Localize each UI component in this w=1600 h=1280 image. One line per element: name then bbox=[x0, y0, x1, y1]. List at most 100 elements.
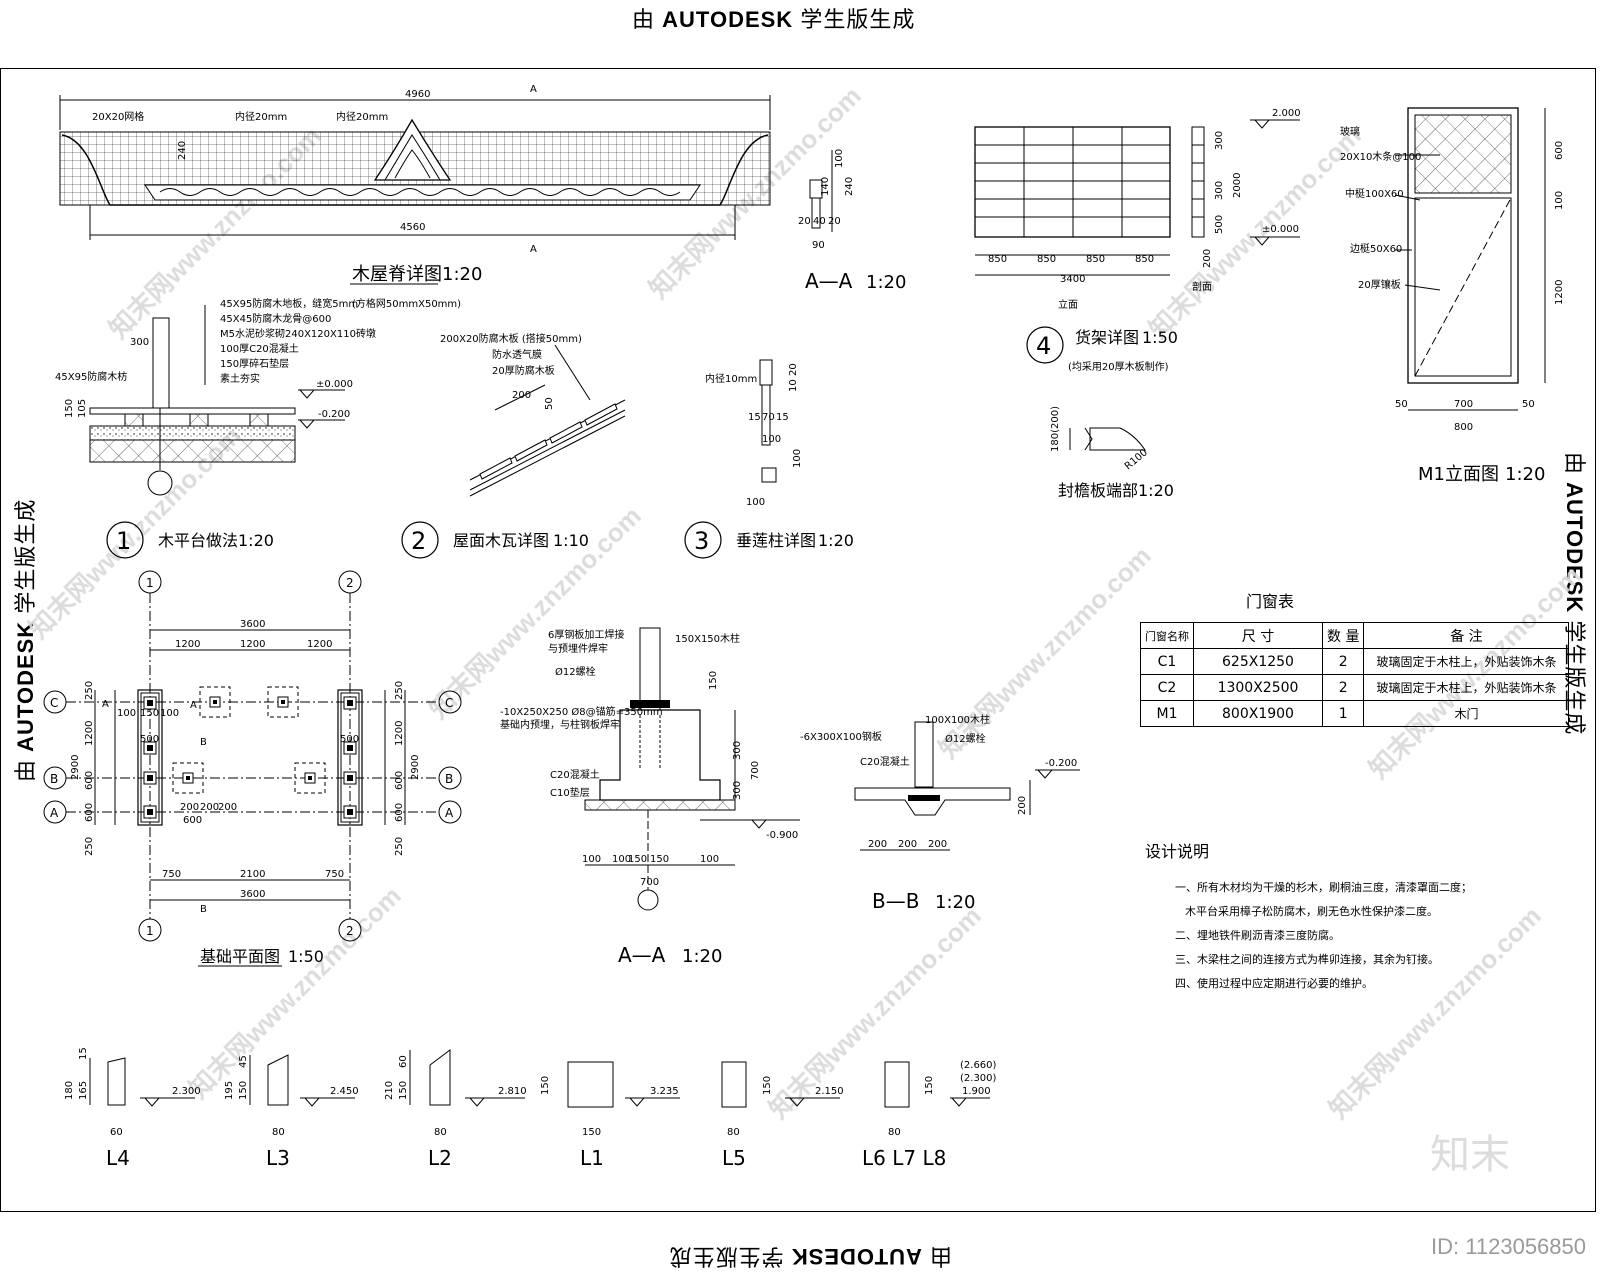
svg-text:1:20: 1:20 bbox=[238, 531, 274, 550]
svg-text:2: 2 bbox=[346, 576, 354, 590]
table-header: 门窗名称 尺 寸 数 量 备 注 bbox=[1140, 622, 1570, 649]
bb-title: B—B bbox=[872, 889, 919, 913]
svg-text:1:50: 1:50 bbox=[288, 947, 324, 966]
beam-label: L1 bbox=[580, 1146, 604, 1170]
svg-text:200X20防腐木板 (搭接50mm): 200X20防腐木板 (搭接50mm) bbox=[440, 332, 582, 345]
svg-text:850: 850 bbox=[1086, 254, 1105, 265]
svg-text:(2.300): (2.300) bbox=[960, 1073, 997, 1084]
door-title: M1立面图 bbox=[1418, 464, 1499, 485]
svg-text:90: 90 bbox=[812, 240, 825, 251]
svg-text:180: 180 bbox=[64, 1081, 75, 1100]
svg-text:1:50: 1:50 bbox=[1142, 328, 1178, 347]
note-item: 一、所有木材均为干燥的杉木，刷桐油三度，清漆罩面二度； bbox=[1175, 881, 1472, 894]
svg-text:50: 50 bbox=[544, 397, 555, 410]
svg-text:1.900: 1.900 bbox=[962, 1086, 991, 1097]
shelf-title: 货架详图 bbox=[1075, 328, 1139, 347]
beam-l3: 195 150 45 2.450 80 L3 bbox=[224, 1054, 359, 1170]
svg-text:3: 3 bbox=[694, 527, 709, 555]
svg-text:150: 150 bbox=[540, 1076, 551, 1095]
svg-text:45X95防腐木地板，缝宽5mm: 45X95防腐木地板，缝宽5mm bbox=[220, 297, 358, 310]
svg-text:20: 20 bbox=[798, 216, 811, 227]
dim: 20X20网格 bbox=[92, 110, 144, 123]
svg-text:B: B bbox=[50, 772, 58, 786]
svg-text:(均采用20厚木板制作): (均采用20厚木板制作) bbox=[1068, 360, 1169, 373]
door-window-schedule: 门窗表 门窗名称 尺 寸 数 量 备 注 C1 625X1250 2 玻璃固定于… bbox=[1140, 588, 1570, 727]
svg-text:150: 150 bbox=[762, 1076, 773, 1095]
d1-title: 木平台做法 bbox=[158, 531, 238, 550]
svg-text:850: 850 bbox=[988, 254, 1007, 265]
svg-text:240: 240 bbox=[177, 141, 188, 160]
svg-text:B: B bbox=[200, 904, 207, 915]
svg-text:100: 100 bbox=[612, 854, 631, 865]
svg-text:3600: 3600 bbox=[240, 889, 265, 900]
svg-text:700: 700 bbox=[640, 877, 659, 888]
beam-label: L6 L7 L8 bbox=[862, 1146, 946, 1170]
svg-text:防水透气膜: 防水透气膜 bbox=[492, 348, 542, 361]
svg-text:250: 250 bbox=[394, 681, 405, 700]
svg-text:中梃100X60: 中梃100X60 bbox=[1345, 187, 1404, 200]
svg-text:边梃50X60: 边梃50X60 bbox=[1350, 242, 1402, 255]
beam-l6-l7-l8: 150 (2.660) (2.300) 1.900 80 L6 L7 L8 bbox=[862, 1060, 997, 1170]
d3-title: 垂莲柱详图 bbox=[736, 531, 816, 550]
note-item: 木平台采用樟子松防腐木，刷无色水性保护漆二度。 bbox=[1185, 905, 1438, 918]
svg-text:6厚钢板加工焊接: 6厚钢板加工焊接 bbox=[548, 628, 624, 641]
svg-text:C10垫层: C10垫层 bbox=[550, 786, 590, 799]
svg-text:100: 100 bbox=[160, 708, 179, 719]
svg-text:2.000: 2.000 bbox=[1272, 108, 1301, 119]
svg-text:80: 80 bbox=[434, 1127, 447, 1138]
svg-text:2900: 2900 bbox=[70, 755, 81, 780]
svg-text:200: 200 bbox=[898, 839, 917, 850]
section-mark: A bbox=[530, 244, 537, 255]
eave-title: 封檐板端部 bbox=[1058, 481, 1138, 500]
beam-label: L3 bbox=[266, 1146, 290, 1170]
svg-text:150: 150 bbox=[64, 399, 75, 418]
beam-sections: 180 165 15 2.300 60 L4 195 150 45 2.450 … bbox=[64, 1047, 997, 1170]
svg-text:15: 15 bbox=[776, 412, 789, 423]
svg-text:600: 600 bbox=[84, 803, 95, 822]
svg-text:60: 60 bbox=[110, 1127, 123, 1138]
detail-3-post: 内径10mm 20 10 15 70 15 100 100 100 3 垂莲柱详… bbox=[684, 359, 854, 559]
svg-text:200: 200 bbox=[1017, 796, 1028, 815]
svg-text:-0.200: -0.200 bbox=[318, 409, 350, 420]
svg-text:80: 80 bbox=[727, 1127, 740, 1138]
svg-text:C: C bbox=[50, 696, 58, 710]
notes-title: 设计说明 bbox=[1145, 842, 1210, 861]
svg-text:200: 200 bbox=[200, 802, 219, 813]
svg-text:250: 250 bbox=[84, 681, 95, 700]
svg-text:1:20: 1:20 bbox=[935, 892, 975, 913]
svg-text:250: 250 bbox=[84, 837, 95, 856]
svg-text:700: 700 bbox=[750, 761, 761, 780]
table-row: M1 800X1900 1 木门 bbox=[1140, 700, 1570, 727]
svg-text:300: 300 bbox=[1214, 131, 1225, 150]
svg-text:2.810: 2.810 bbox=[498, 1086, 527, 1097]
svg-text:与预埋件焊牢: 与预埋件焊牢 bbox=[548, 642, 608, 655]
svg-text:70: 70 bbox=[762, 412, 775, 423]
svg-text:-6X300X100钢板: -6X300X100钢板 bbox=[800, 730, 882, 743]
svg-text:50: 50 bbox=[1395, 399, 1408, 410]
svg-text:20厚防腐木板: 20厚防腐木板 bbox=[492, 364, 555, 377]
svg-text:300: 300 bbox=[1214, 181, 1225, 200]
svg-text:50: 50 bbox=[1522, 399, 1535, 410]
note-item: 四、使用过程中应定期进行必要的维护。 bbox=[1175, 977, 1373, 990]
svg-text:1:20: 1:20 bbox=[682, 946, 722, 967]
svg-text:2: 2 bbox=[346, 924, 354, 938]
svg-text:20: 20 bbox=[828, 216, 841, 227]
shelf-detail: 850 850 850 850 3400 立面 300 300 500 2000… bbox=[974, 108, 1301, 373]
svg-text:C20混凝土: C20混凝土 bbox=[860, 755, 910, 768]
beam-label: L5 bbox=[722, 1146, 746, 1170]
svg-text:45X95防腐木枋: 45X95防腐木枋 bbox=[55, 370, 127, 383]
svg-text:150: 150 bbox=[398, 1081, 409, 1100]
svg-text:100: 100 bbox=[762, 434, 781, 445]
beam-l2: 210 150 60 2.810 80 L2 bbox=[384, 1049, 527, 1170]
svg-text:1:10: 1:10 bbox=[553, 531, 589, 550]
top-stamp: 由 AUTODESK 学生版生成 bbox=[632, 7, 916, 32]
svg-text:C20混凝土: C20混凝土 bbox=[550, 768, 600, 781]
svg-text:B: B bbox=[445, 772, 453, 786]
svg-text:200: 200 bbox=[868, 839, 887, 850]
svg-text:150: 150 bbox=[924, 1076, 935, 1095]
svg-text:3600: 3600 bbox=[240, 619, 265, 630]
svg-text:195: 195 bbox=[224, 1081, 235, 1100]
svg-text:45X45防腐木龙骨@600: 45X45防腐木龙骨@600 bbox=[220, 312, 331, 325]
svg-text:15: 15 bbox=[78, 1047, 89, 1060]
svg-text:500: 500 bbox=[140, 734, 159, 745]
